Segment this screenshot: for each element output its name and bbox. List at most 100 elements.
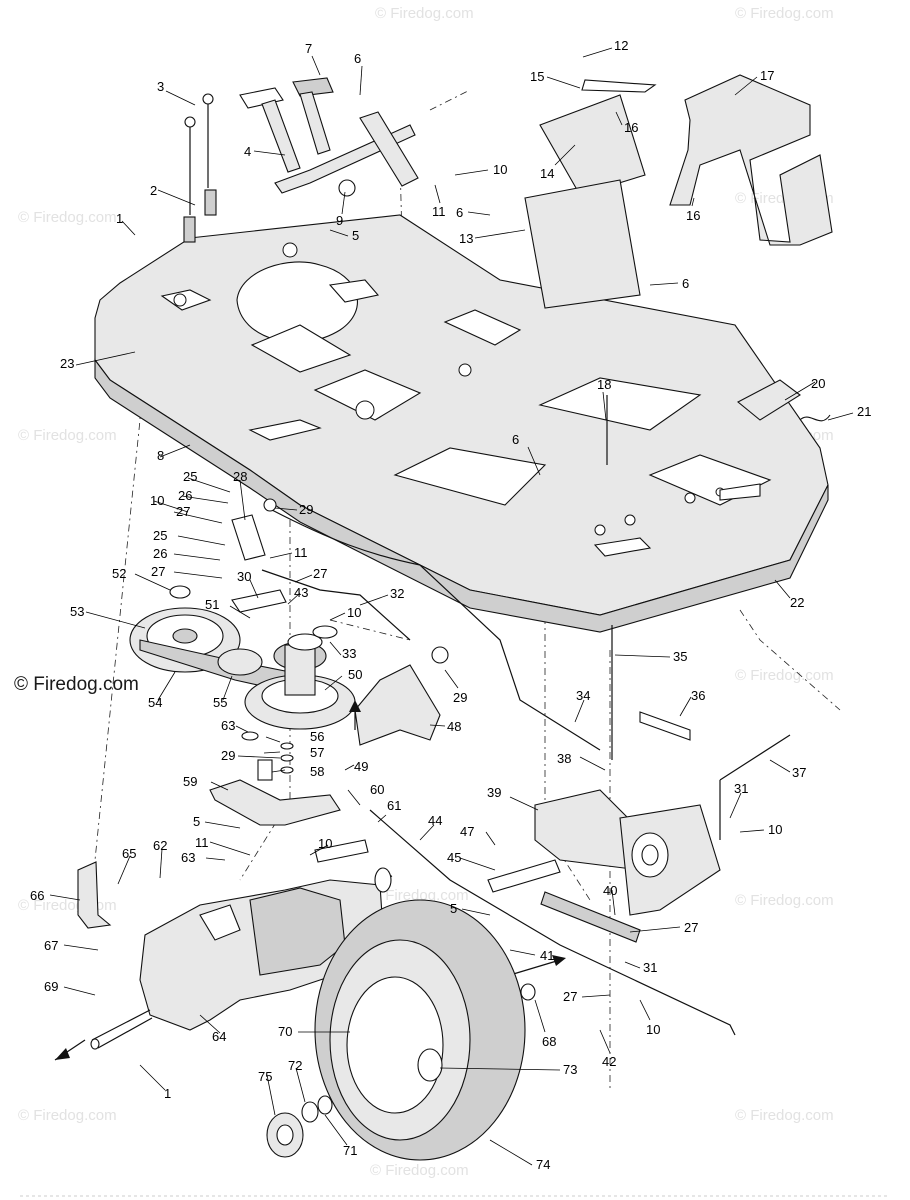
- callout-label: 28: [233, 469, 247, 484]
- callout-label: 26: [153, 546, 167, 561]
- callout-label: 29: [221, 748, 235, 763]
- hub-washers: [266, 983, 536, 1158]
- callout-label: 54: [148, 695, 162, 710]
- callout-label: 13: [459, 231, 473, 246]
- callout-label: 6: [512, 432, 519, 447]
- callout-label: 70: [278, 1024, 292, 1039]
- callout-label: 42: [602, 1054, 616, 1069]
- callout-label: 73: [563, 1062, 577, 1077]
- callout-label: 49: [354, 759, 368, 774]
- watermark: © Firedog.com: [370, 887, 469, 904]
- callout-label: 17: [760, 68, 774, 83]
- callout-label: 21: [857, 404, 871, 419]
- callout-label: 35: [673, 649, 687, 664]
- callout-label: 36: [691, 688, 705, 703]
- callout-label: 6: [354, 51, 361, 66]
- callout-label: 16: [686, 208, 700, 223]
- callout-label: 51: [205, 597, 219, 612]
- callout-label: 10: [347, 605, 361, 620]
- callout-label: 29: [299, 502, 313, 517]
- callout-label: 57: [310, 745, 324, 760]
- callout-label: 68: [542, 1034, 556, 1049]
- callout-label: 10: [768, 822, 782, 837]
- callout-label: 27: [313, 566, 327, 581]
- callout-label: 50: [348, 667, 362, 682]
- callout-label: 1: [164, 1086, 171, 1101]
- callout-label: 14: [540, 166, 554, 181]
- callout-label: 45: [447, 850, 461, 865]
- callout-label: 63: [181, 850, 195, 865]
- watermark: © Firedog.com: [18, 209, 117, 226]
- springs-bolts: [183, 93, 217, 243]
- bracket-20: [737, 379, 831, 422]
- small-hardware: [169, 498, 449, 781]
- spring-60: [314, 839, 369, 863]
- callout-label: 2: [150, 183, 157, 198]
- callout-label: 11: [432, 204, 446, 219]
- callout-label: 9: [336, 213, 343, 228]
- callout-label: 47: [460, 824, 474, 839]
- bracket-66: [77, 861, 112, 929]
- callout-label: 48: [447, 719, 461, 734]
- callout-label: 27: [684, 920, 698, 935]
- callout-label: 67: [44, 938, 58, 953]
- callout-label: 43: [294, 585, 308, 600]
- callout-label: 10: [150, 493, 164, 508]
- bracket-plates: [524, 74, 833, 309]
- callout-label: 53: [70, 604, 84, 619]
- callout-label: 58: [310, 764, 324, 779]
- callout-label: 27: [151, 564, 165, 579]
- callout-label: 25: [153, 528, 167, 543]
- callout-label: 4: [244, 144, 251, 159]
- callout-label: 75: [258, 1069, 272, 1084]
- callout-label: 37: [792, 765, 806, 780]
- callout-label: 31: [734, 781, 748, 796]
- callout-label: 65: [122, 846, 136, 861]
- brake-assembly: [534, 789, 721, 916]
- callout-label: 10: [493, 162, 507, 177]
- pulleys: [129, 607, 356, 730]
- callout-label: 5: [352, 228, 359, 243]
- callout-label: 5: [193, 814, 200, 829]
- callout-label: 71: [343, 1143, 357, 1158]
- callout-label: 64: [212, 1029, 226, 1044]
- transaxle: [90, 867, 393, 1050]
- watermark: © Firedog.com: [735, 892, 834, 909]
- callout-label: 56: [310, 729, 324, 744]
- spring-36: [639, 711, 691, 741]
- callout-label: 8: [157, 448, 164, 463]
- watermark: © Firedog.com: [370, 1162, 469, 1179]
- callout-label: 16: [624, 120, 638, 135]
- callout-label: 26: [178, 488, 192, 503]
- leader-lines: [49, 47, 854, 1166]
- callout-label: 60: [370, 782, 384, 797]
- callout-label: 69: [44, 979, 58, 994]
- callout-label: 27: [563, 989, 577, 1004]
- callout-label: 31: [643, 960, 657, 975]
- callout-label: 20: [811, 376, 825, 391]
- callout-label: 25: [183, 469, 197, 484]
- rod-44: [369, 809, 736, 1036]
- callout-labels: 7 6 3 4 2 1 5 9 10 11 12 15 14 16 17 16 …: [30, 38, 871, 1172]
- watermark: © Firedog.com: [735, 667, 834, 684]
- callout-label: 11: [294, 545, 308, 560]
- watermark: © Firedog.com: [735, 1107, 834, 1124]
- callout-label: 61: [387, 798, 401, 813]
- callout-label: 10: [646, 1022, 660, 1037]
- callout-label: 5: [450, 901, 457, 916]
- pedal-assembly: [239, 77, 419, 197]
- callout-label: 55: [213, 695, 227, 710]
- bracket-59: [209, 779, 341, 826]
- watermark: © Firedog.com: [735, 5, 834, 22]
- plate-45: [487, 859, 561, 893]
- callout-label: 34: [576, 688, 590, 703]
- callout-label: 10: [318, 836, 332, 851]
- callout-label: 39: [487, 785, 501, 800]
- callout-label: 29: [453, 690, 467, 705]
- callout-label: 12: [614, 38, 628, 53]
- wheel-tire: [314, 899, 526, 1161]
- watermark-dark: © Firedog.com: [14, 674, 139, 695]
- callout-label: 32: [390, 586, 404, 601]
- bracket-48: [354, 664, 441, 746]
